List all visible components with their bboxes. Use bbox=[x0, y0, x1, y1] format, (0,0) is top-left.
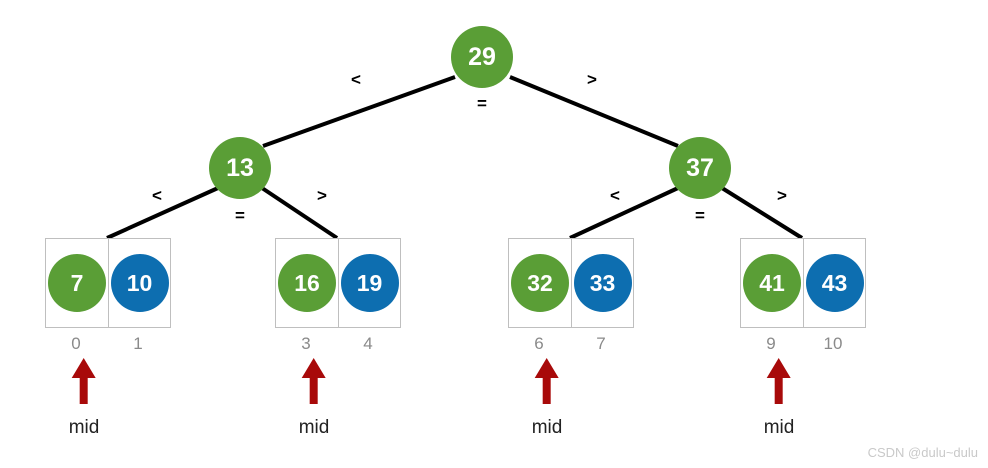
watermark: CSDN @dulu~dulu bbox=[867, 445, 978, 460]
tree-node-value: 13 bbox=[226, 153, 254, 182]
array-cell-row: 7 10 bbox=[45, 238, 171, 328]
mid-pointer-label: mid bbox=[763, 417, 795, 438]
mid-pointer-label: mid bbox=[298, 417, 330, 438]
array-cell[interactable]: 16 bbox=[276, 239, 338, 327]
array-cell-value-circle: 32 bbox=[511, 254, 569, 312]
array-cell[interactable]: 43 bbox=[803, 239, 865, 327]
edge-comparison-label: < bbox=[152, 186, 162, 205]
mid-pointer: mid bbox=[68, 358, 100, 439]
mid-pointer: mid bbox=[531, 358, 563, 439]
array-index-label: 10 bbox=[823, 334, 843, 353]
tree-node-29[interactable]: 29 bbox=[451, 26, 513, 88]
edge-comparison-label: < bbox=[610, 186, 620, 205]
mid-pointer-label: mid bbox=[68, 417, 100, 438]
array-cell-value: 7 bbox=[70, 269, 84, 296]
array-cell-row: 41 43 bbox=[740, 238, 866, 328]
array-index-label: 1 bbox=[133, 334, 143, 353]
array-cell-value: 32 bbox=[527, 269, 553, 296]
array-cell-value-circle: 43 bbox=[805, 254, 864, 312]
array-cell-value-circle: 33 bbox=[573, 254, 632, 312]
tree-node-value: 29 bbox=[468, 42, 496, 71]
array-cell[interactable]: 19 bbox=[338, 239, 400, 327]
tree-edge bbox=[569, 186, 679, 240]
array-cell-value-circle: 16 bbox=[278, 254, 336, 312]
array-cell-value: 43 bbox=[821, 269, 848, 296]
array-index-row: 9 10 bbox=[740, 328, 866, 354]
array-cell-value: 19 bbox=[356, 269, 383, 296]
array-cell[interactable]: 41 bbox=[741, 239, 803, 327]
mid-arrow-icon bbox=[302, 358, 326, 404]
array-index-label: 0 bbox=[71, 334, 81, 353]
tree-edge bbox=[106, 186, 219, 240]
edge-comparison-label: > bbox=[777, 186, 787, 205]
array-cell-value: 10 bbox=[126, 269, 153, 296]
tree-node-13[interactable]: 13 bbox=[209, 137, 271, 199]
array-cell-row: 32 33 bbox=[508, 238, 634, 328]
edge-comparison-label: > bbox=[587, 70, 597, 89]
mid-arrow-icon bbox=[535, 358, 559, 404]
array-cell-value-circle: 10 bbox=[110, 254, 169, 312]
array-cell[interactable]: 10 bbox=[108, 239, 170, 327]
edge-comparison-label: > bbox=[317, 186, 327, 205]
array-cell-value-circle: 41 bbox=[743, 254, 801, 312]
edge-comparison-label: = bbox=[235, 206, 245, 225]
array-index-label: 7 bbox=[596, 334, 606, 353]
edge-comparison-label: < bbox=[351, 70, 361, 89]
mid-arrow-icon bbox=[72, 358, 96, 404]
mid-pointer: mid bbox=[763, 358, 795, 439]
array-index-label: 3 bbox=[301, 334, 311, 353]
array-cell-value: 41 bbox=[759, 269, 785, 296]
array-cell[interactable]: 32 bbox=[509, 239, 571, 327]
array-cell-value: 16 bbox=[294, 269, 320, 296]
mid-pointer-label: mid bbox=[531, 417, 563, 438]
array-cell-value-circle: 7 bbox=[48, 254, 106, 312]
array-index-label: 9 bbox=[766, 334, 776, 353]
array-cell[interactable]: 33 bbox=[571, 239, 633, 327]
tree-node-37[interactable]: 37 bbox=[669, 137, 731, 199]
edge-comparison-label: = bbox=[477, 94, 487, 113]
array-cell-value: 33 bbox=[589, 269, 616, 296]
edge-comparison-label: = bbox=[695, 206, 705, 225]
tree-node-value: 37 bbox=[686, 153, 714, 182]
array-index-label: 6 bbox=[534, 334, 544, 353]
array-cell-value-circle: 19 bbox=[340, 254, 399, 312]
array-cell[interactable]: 7 bbox=[46, 239, 108, 327]
array-index-label: 4 bbox=[363, 334, 373, 353]
mid-pointer: mid bbox=[298, 358, 330, 439]
mid-arrow-icon bbox=[767, 358, 791, 404]
tree-edge bbox=[720, 186, 804, 240]
leaf-group: 41 43 9 10 bbox=[740, 238, 866, 354]
